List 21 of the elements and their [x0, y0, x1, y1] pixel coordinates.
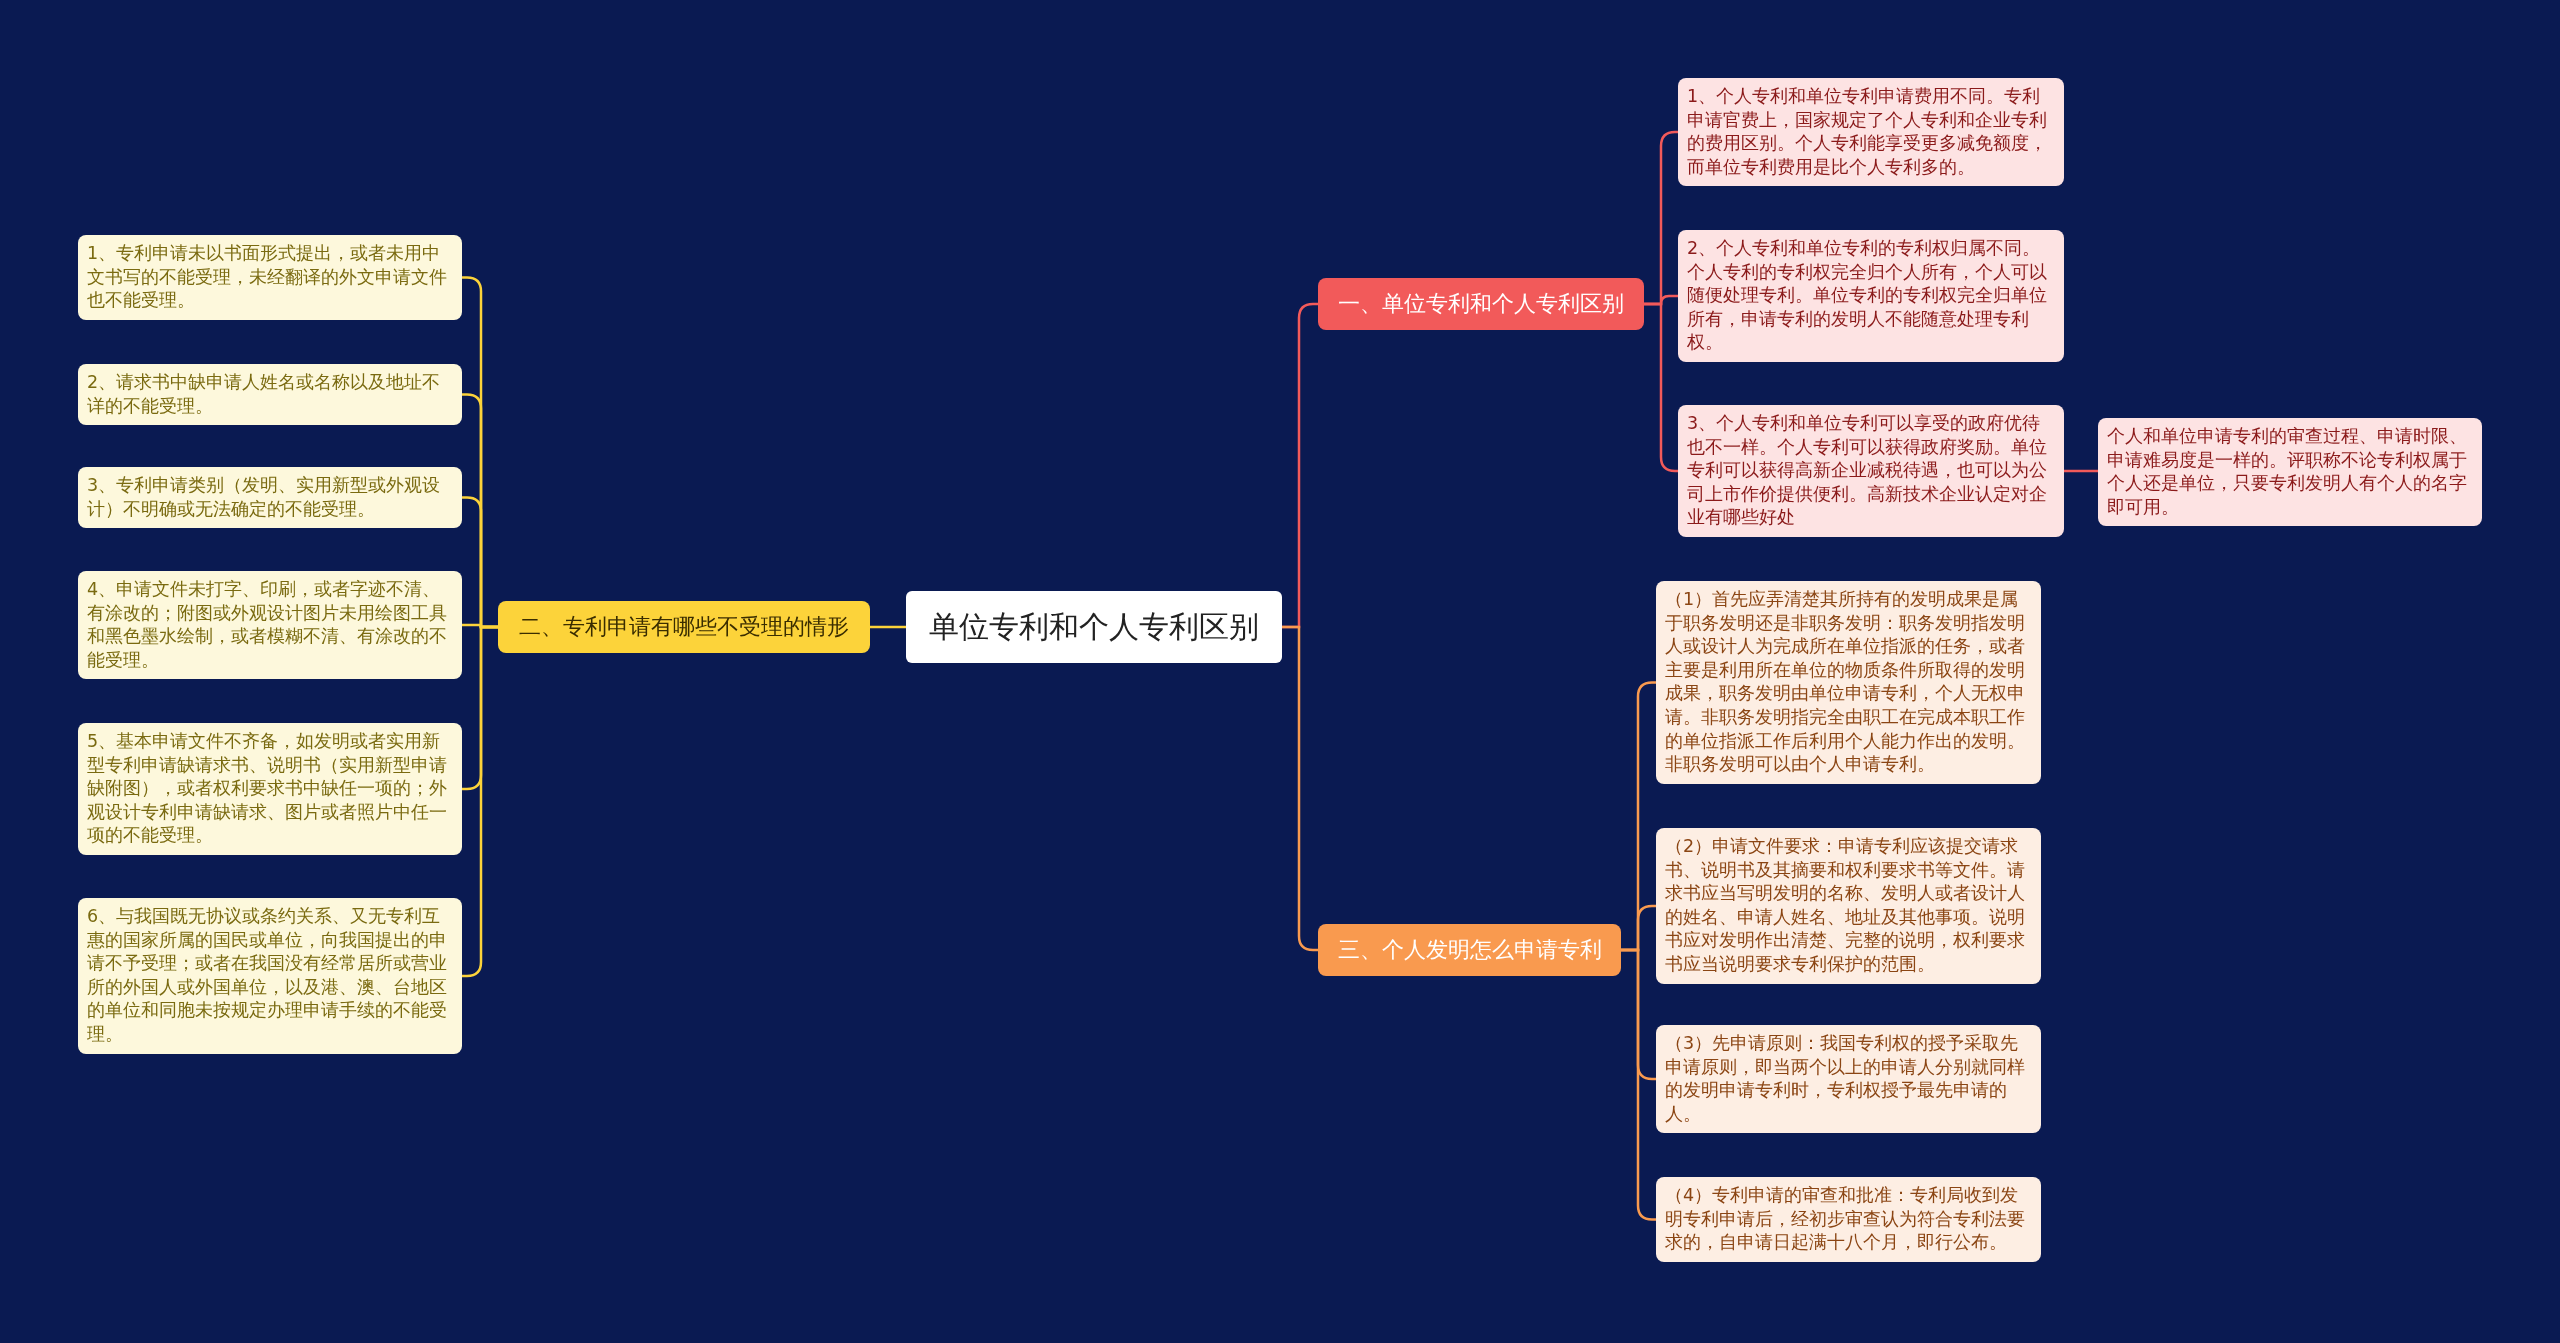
note-box: 3、个人专利和单位专利可以享受的政府优待也不一样。个人专利可以获得政府奖励。单位专利可以获得高新企业减税待遇，也可以为公司上市作价提供便利。高新技术企业认定对企业有哪些好处: [1678, 405, 2064, 537]
note-box: 5、基本申请文件不齐备，如发明或者实用新型专利申请缺请求书、说明书（实用新型申请缺附图），或者权利要求书中缺任一项的；外观设计专利申请缺请求、图片或者照片中任一项的不能受理。: [78, 723, 462, 855]
connector-line: [2064, 469, 2098, 473]
note-box: 2、个人专利和单位专利的专利权归属不同。个人专利的专利权完全归个人所有，个人可以随便处理专利。单位专利的专利权完全归单位所有，申请专利的发明人不能随意处理专利权。: [1678, 230, 2064, 362]
note-box: 6、与我国既无协议或条约关系、又无专利互惠的国家所属的国民或单位，向我国提出的申请不予受理；或者在我国没有经常居所或营业所的外国人或外国单位，以及港、澳、台地区的单位和同胞未按规定办理申请手续的不能受理。: [78, 898, 462, 1054]
note-box: （1）首先应弄清楚其所持有的发明成果是属于职务发明还是非职务发明：职务发明指发明人或设计人为完成所在单位指派的任务，或者主要是利用所在单位的物质条件所取得的发明成果，职务发明由单位申请专利，个人无权申请。非职务发明指完全由职工在完成本职工作的单位指派工作后利用个人能力作出的发明。非职务发明可以由个人申请专利。: [1656, 581, 2041, 784]
central-topic-box: 单位专利和个人专利区别: [906, 591, 1282, 663]
branch-box: 一、单位专利和个人专利区别: [1318, 278, 1644, 330]
connector-line: [870, 625, 906, 629]
note-box: 个人和单位申请专利的审查过程、申请时限、申请难易度是一样的。评职称不论专利权属于个人还是单位，只要专利发明人有个人的名字即可用。: [2098, 418, 2482, 527]
note-box: 1、个人专利和单位专利申请费用不同。专利申请官费上，国家规定了个人专利和企业专利的费用区别。个人专利能享受更多减免额度，而单位专利费用是比个人专利多的。: [1678, 78, 2064, 187]
note-box: 4、申请文件未打字、印刷，或者字迹不清、有涂改的；附图或外观设计图片未用绘图工具和黑色墨水绘制，或者模糊不清、有涂改的不能受理。: [78, 571, 462, 680]
note-box: （2）申请文件要求：申请专利应该提交请求书、说明书及其摘要和权利要求书等文件。请求书应当写明发明的名称、发明人或者设计人的姓名、申请人姓名、地址及其他事项。说明书应对发明作出清楚、完整的说明，权利要求书应当说明要求专利保护的范围。: [1656, 828, 2041, 984]
note-box: 2、请求书中缺申请人姓名或名称以及地址不详的不能受理。: [78, 364, 462, 426]
note-box: 1、专利申请未以书面形式提出，或者未用中文书写的不能受理，未经翻译的外文申请文件也不能受理。: [78, 235, 462, 320]
note-box: （3）先申请原则：我国专利权的授予采取先申请原则，即当两个以上的申请人分别就同样的发明申请专利时，专利权授予最先申请的人。: [1656, 1025, 2041, 1134]
note-box: 3、专利申请类别（发明、实用新型或外观设计）不明确或无法确定的不能受理。: [78, 467, 462, 529]
branch-box: 三、个人发明怎么申请专利: [1318, 924, 1621, 976]
note-box: （4）专利申请的审查和批准：专利局收到发明专利申请后，经初步审查认为符合专利法要求的，自申请日起满十八个月，即行公布。: [1656, 1177, 2041, 1262]
branch-box: 二、专利申请有哪些不受理的情形: [498, 601, 870, 653]
connector-line: [1282, 625, 1318, 952]
